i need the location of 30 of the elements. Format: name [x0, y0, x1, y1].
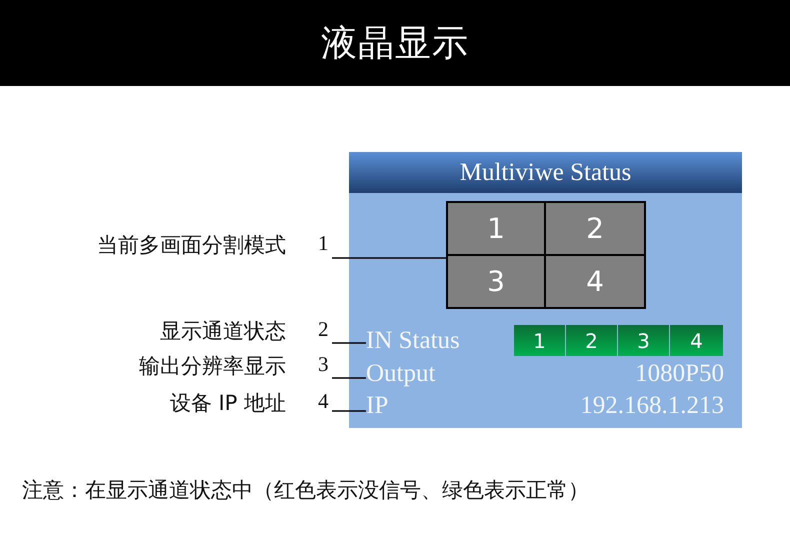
lcd-screen — [349, 152, 742, 428]
channel-indicator: 1 — [514, 325, 565, 356]
window-number: 1 — [448, 203, 544, 254]
window-number: 3 — [448, 256, 544, 307]
channel-indicator: 2 — [566, 325, 617, 356]
screen-title: Multiviwe Status — [349, 152, 742, 193]
status-text: IP — [366, 392, 406, 420]
callout-number: 3 — [318, 353, 330, 375]
channel-indicator: 3 — [618, 325, 669, 356]
status-text: Output — [366, 360, 466, 388]
channel-indicator: 4 — [670, 325, 723, 356]
window-number: 2 — [546, 203, 644, 254]
leader-line — [332, 410, 366, 412]
callout-text: 设备 IP 地址 — [170, 390, 286, 416]
status-text: 1080P50 — [590, 360, 724, 388]
leader-line — [332, 377, 366, 379]
title: 液晶显示 — [321, 22, 469, 66]
note: 注意：在显示通道状态中（红色表示没信号、绿色表示正常） — [22, 477, 589, 504]
callout-text: 输出分辨率显示 — [139, 353, 286, 379]
callout-text: 当前多画面分割模式 — [97, 232, 286, 258]
callout-number: 2 — [318, 318, 330, 340]
leader-line — [332, 257, 446, 259]
layout-grid — [446, 201, 646, 309]
callout-number: 4 — [318, 390, 330, 412]
status-text: 192.168.1.213 — [530, 392, 724, 420]
callout-number: 1 — [318, 232, 330, 254]
window-number: 4 — [546, 256, 644, 307]
status-text: IN Status — [366, 327, 496, 355]
leader-line — [332, 342, 366, 344]
callout-text: 显示通道状态 — [160, 318, 286, 344]
